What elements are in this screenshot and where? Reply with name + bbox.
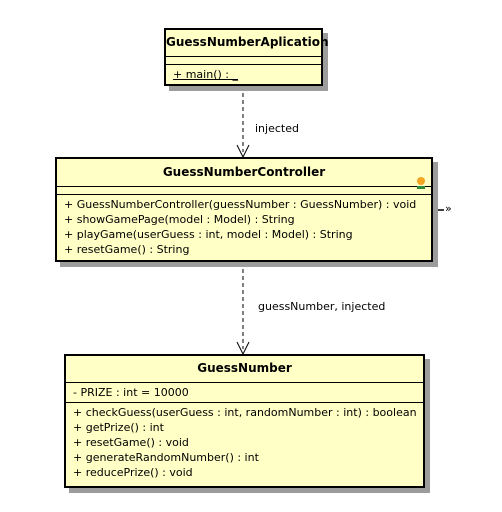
controller-stereotype-icon — [417, 177, 425, 185]
operation-reset-game: + resetGame() : String — [64, 243, 190, 256]
operations-compartment: + main() : _ — [166, 65, 321, 84]
operation-reset-game: + resetGame() : void — [73, 436, 189, 449]
operation-main: + main() : _ — [173, 68, 238, 81]
attribute-prize: - PRIZE : int = 10000 — [73, 386, 189, 399]
attributes-compartment — [166, 57, 321, 65]
class-name: GuessNumberController — [57, 159, 431, 187]
class-name: GuessNumber — [66, 356, 423, 383]
operation-check-guess: + checkGuess(userGuess : int, randomNumb… — [73, 406, 417, 419]
attributes-compartment — [57, 187, 431, 195]
attributes-compartment: - PRIZE : int = 10000 — [66, 383, 423, 403]
operations-compartment: + GuessNumberController(guessNumber : Gu… — [57, 195, 431, 259]
controller-marker-icon — [417, 186, 425, 189]
operation-get-prize: + getPrize() : int — [73, 421, 164, 434]
operation-reduce-prize: + reducePrize() : void — [73, 466, 193, 479]
class-name: GuessNumberAplication — [166, 30, 329, 57]
relation-label-guessnumber-injected: guessNumber, injected — [258, 300, 386, 313]
class-guess-number[interactable]: GuessNumber - PRIZE : int = 10000 + chec… — [64, 354, 425, 488]
class-guess-number-aplication[interactable]: GuessNumberAplication + main() : _ — [164, 28, 329, 86]
relation-label-injected: injected — [255, 122, 299, 135]
class-guess-number-controller[interactable]: GuessNumberController + GuessNumberContr… — [55, 157, 433, 262]
external-dependency-arrow-icon: » — [445, 202, 452, 215]
operation-play-game: + playGame(userGuess : int, model : Mode… — [64, 228, 353, 241]
operation-generate-random-number: + generateRandomNumber() : int — [73, 451, 259, 464]
operation-constructor: + GuessNumberController(guessNumber : Gu… — [64, 198, 417, 211]
operation-show-game-page: + showGamePage(model : Model) : String — [64, 213, 295, 226]
operations-compartment: + checkGuess(userGuess : int, randomNumb… — [66, 403, 423, 482]
